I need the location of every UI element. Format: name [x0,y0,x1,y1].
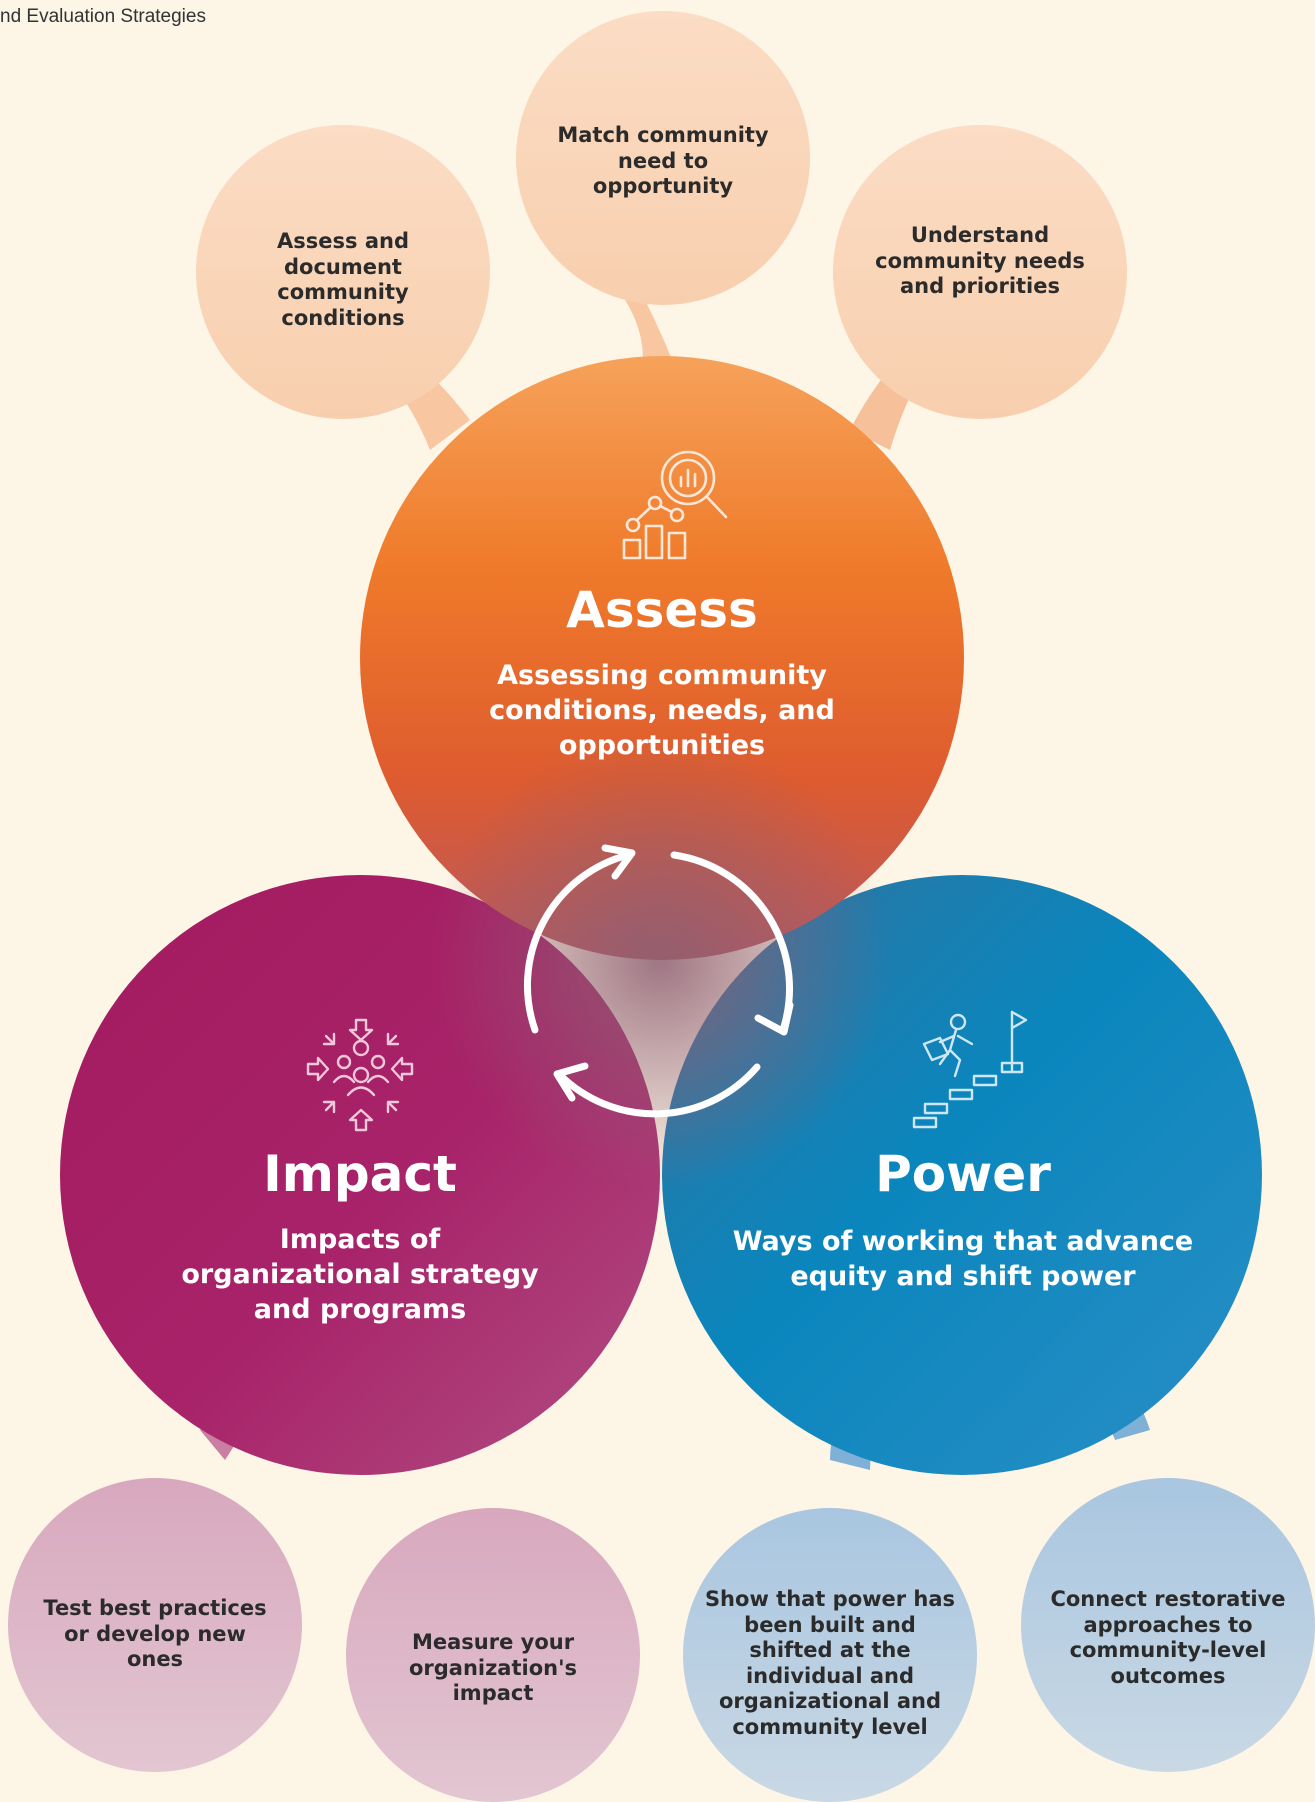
cycle-arrows-icon [523,844,794,1118]
people-converge-icon [306,1018,414,1132]
stairs-flag-icon [912,1010,1028,1129]
satellite-impact-2 [346,1508,640,1802]
figure-subtitle: nd Evaluation Strategies [0,6,206,27]
center-blend [430,730,890,1190]
satellite-assess-1 [196,125,490,419]
satellite-label: Match community need to opportunity [557,123,769,199]
satellite-power-2 [1021,1478,1315,1772]
assess-subtitle: Assessing community conditions, needs, a… [489,660,835,762]
satellite-label: Understand community needs and prioritie… [875,223,1085,299]
impact-subtitle: Impacts of organizational strategy and p… [181,1224,539,1326]
satellite-impact-1 [8,1478,302,1772]
figure-header: g nd Evaluation Strategies [0,0,206,28]
impact-title: Impact [263,1145,457,1203]
satellite-label: Test best practices or develop new ones [43,1596,267,1672]
magnifier-chart-icon [622,450,728,560]
satellite-label: Measure your organization's impact [408,1630,578,1706]
assess-title: Assess [566,581,758,639]
satellite-assess-2 [516,11,810,305]
satellite-assess-3 [833,125,1127,419]
satellite-power-1 [683,1508,977,1802]
satellite-label: Connect restorative approaches to commun… [1050,1587,1286,1688]
satellite-label: Show that power has been built and shift… [704,1587,956,1740]
satellite-label: Assess and document community conditions [277,229,409,330]
power-title: Power [875,1145,1051,1203]
power-subtitle: Ways of working that advance equity and … [732,1226,1194,1293]
